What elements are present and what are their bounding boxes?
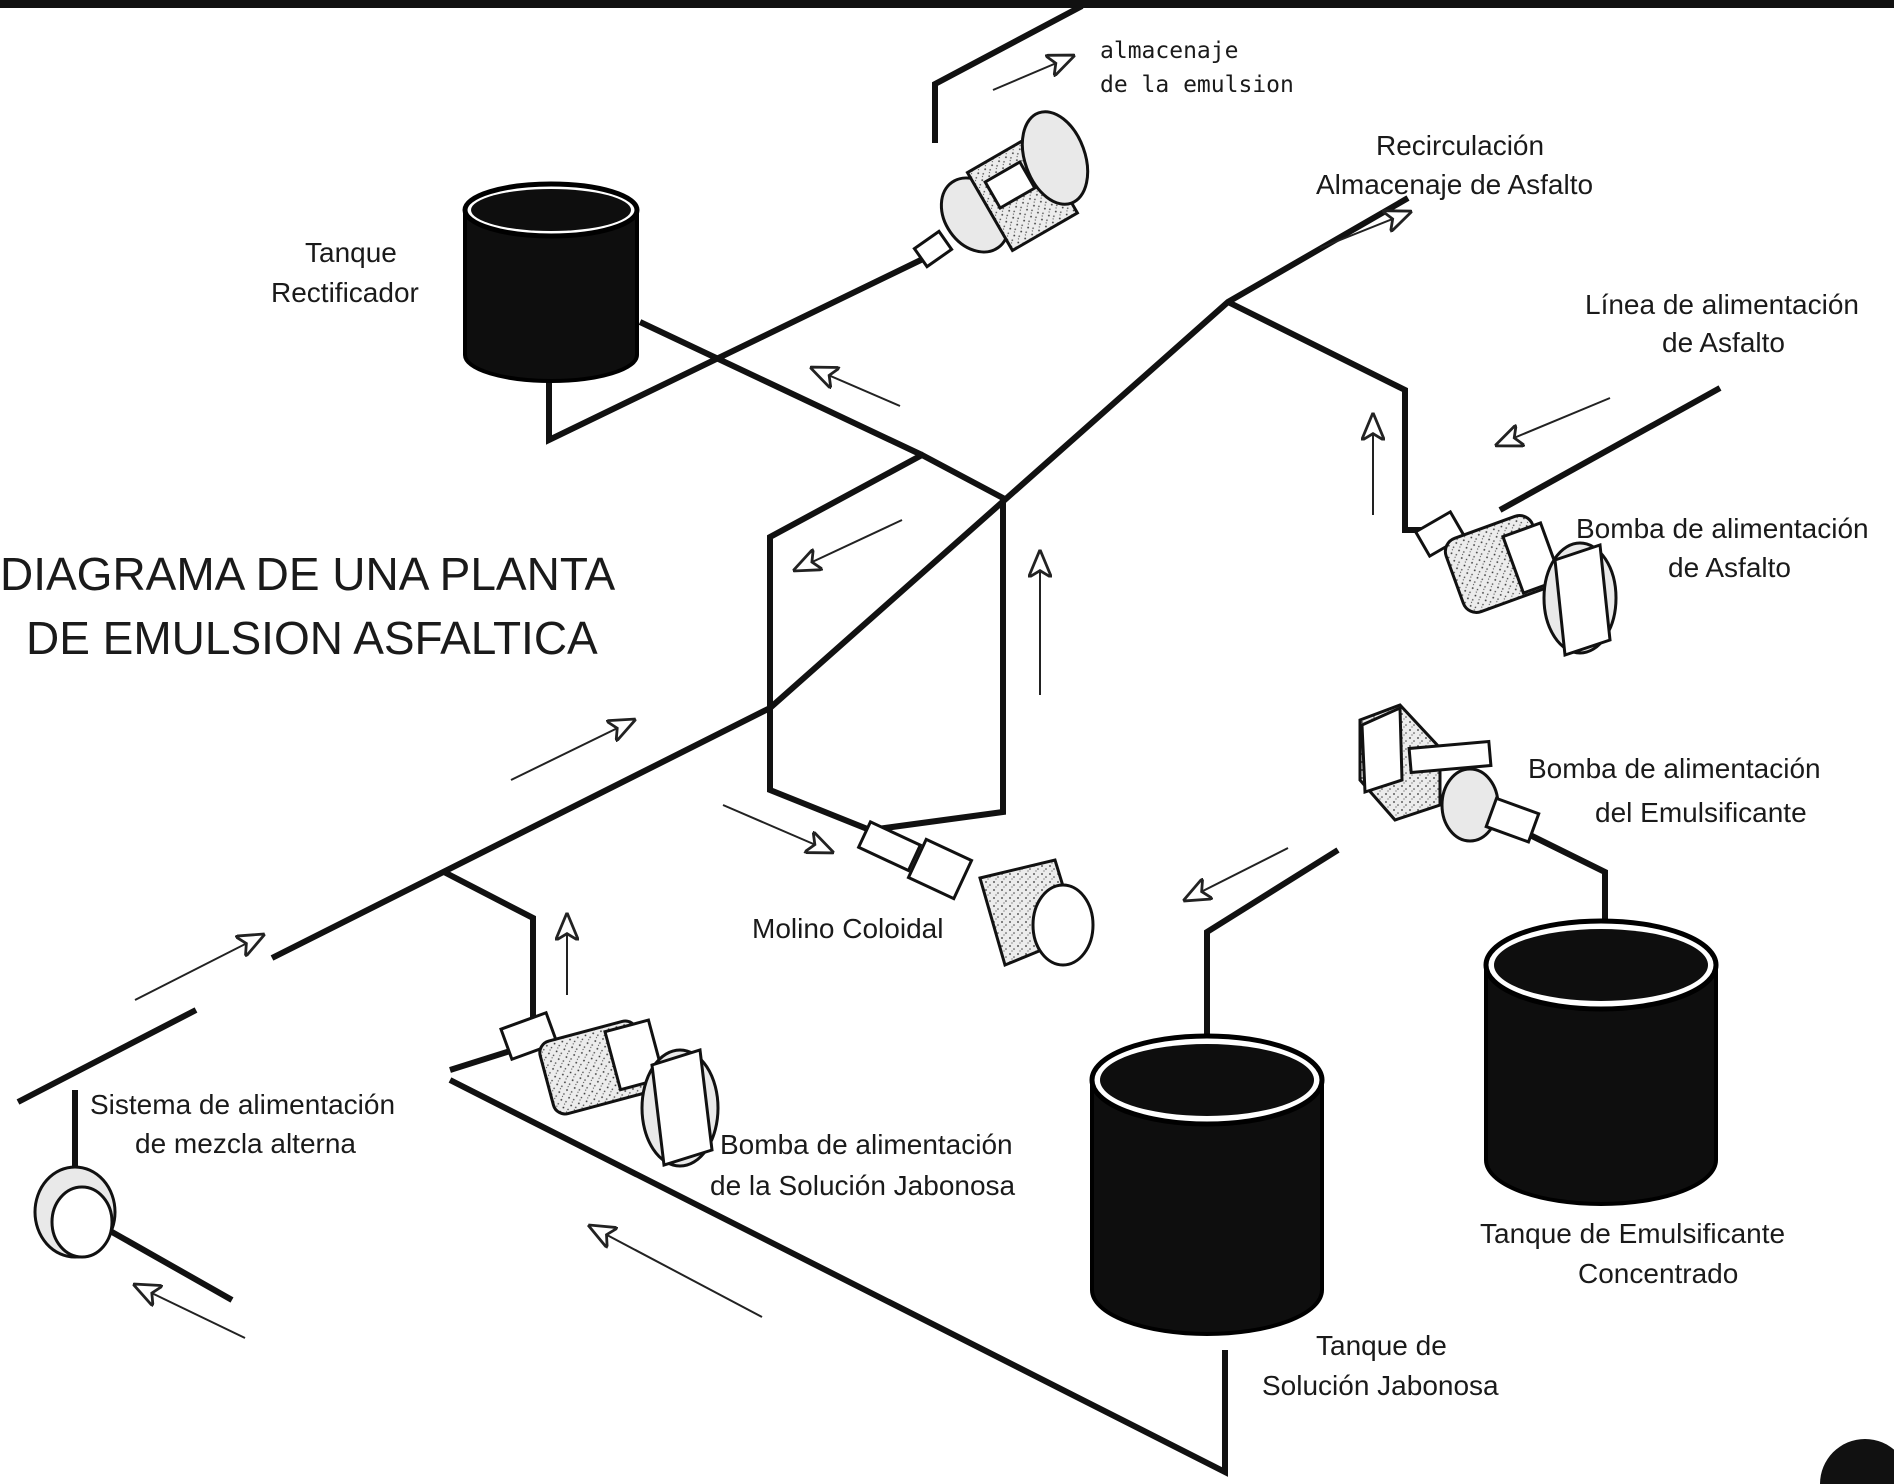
pump-asfalto (1413, 509, 1618, 658)
diagram-title-line2: DE EMULSION ASFALTICA (26, 612, 598, 664)
arrow-emulsifier (1185, 847, 1289, 900)
emulsion-storage-pipe (932, 3, 1084, 143)
pump-solucion-jabonosa (499, 1010, 720, 1168)
label-bomba-emulsificante-2: del Emulsificante (1595, 797, 1807, 828)
tank-rectificador (462, 181, 640, 383)
label-linea-asfalto-2: de Asfalto (1662, 327, 1785, 358)
label-almacenaje-emulsion-2: de la emulsion (1100, 72, 1294, 98)
label-recirculacion-2: Almacenaje de Asfalto (1316, 169, 1593, 200)
label-molino-coloidal: Molino Coloidal (752, 913, 943, 944)
arrow-mill-inlet (795, 519, 903, 570)
soap-return-pipe (448, 1077, 1228, 1477)
label-bomba-jabonosa-1: Bomba de alimentación (720, 1129, 1013, 1160)
arrow-soap-return (590, 1226, 763, 1318)
rectifier-outlet-pipe (546, 255, 927, 445)
arrow-main-left (134, 935, 263, 1001)
pump-mezcla-alterna (33, 1165, 117, 1259)
label-bomba-emulsificante-1: Bomba de alimentación (1528, 753, 1821, 784)
flow-arrows (134, 56, 1611, 1339)
tank-solucion-jabonosa (1089, 1033, 1325, 1336)
label-recirculacion-1: Recirculación (1376, 130, 1544, 161)
arrow-emulsion-storage (992, 56, 1073, 91)
soap-tank-pipe (1204, 847, 1340, 1080)
label-bomba-asfalto-1: Bomba de alimentación (1576, 513, 1869, 544)
emulsifier-pipe (1528, 832, 1608, 935)
label-tanque-jabonosa-1: Tanque de (1316, 1330, 1447, 1361)
label-sistema-mezcla-1: Sistema de alimentación (90, 1089, 395, 1120)
arrow-recirculation (1319, 212, 1410, 249)
label-tanque-rectificador-2: Rectificador (271, 277, 419, 308)
pipe-network (16, 3, 1722, 1477)
rectifier-return-pipe (638, 319, 924, 458)
label-tanque-emulsificante-1: Tanque de Emulsificante (1480, 1218, 1785, 1249)
molino-coloidal-machine (856, 819, 1095, 968)
top-border (0, 0, 1894, 8)
soap-pump-pipe (442, 869, 536, 1032)
arrow-rectifier-return (812, 368, 901, 407)
pump-emulsion-storage (912, 110, 1090, 269)
label-almacenaje-emulsion-1: almacenaje (1100, 38, 1238, 64)
label-linea-asfalto-1: Línea de alimentación (1585, 289, 1859, 320)
main-asphalt-pipe (270, 195, 1410, 961)
arrow-to-mill (722, 804, 832, 852)
corner-mark (1820, 1439, 1894, 1484)
asphalt-supply-pipe (1498, 385, 1722, 513)
tank-emulsificante (1483, 918, 1719, 1206)
label-sistema-mezcla-2: de mezcla alterna (135, 1128, 356, 1159)
pump-emulsificante (1358, 703, 1541, 844)
label-tanque-rectificador-1: Tanque (305, 237, 397, 268)
diagram-title-line1: DIAGRAMA DE UNA PLANTA (0, 548, 616, 600)
label-bomba-jabonosa-2: de la Solución Jabonosa (710, 1170, 1016, 1201)
arrow-asphalt-supply (1497, 397, 1611, 445)
arrow-alternate-feed (135, 1285, 246, 1339)
label-tanque-emulsificante-2: Concentrado (1578, 1258, 1738, 1289)
asphalt-pump-pipe (1226, 299, 1438, 533)
mill-loop-pipe (767, 451, 1006, 834)
left-feed-pipe (16, 1007, 198, 1105)
label-bomba-asfalto-2: de Asfalto (1668, 552, 1791, 583)
label-tanque-jabonosa-2: Solución Jabonosa (1262, 1370, 1499, 1401)
arrow-main-mid (510, 720, 634, 781)
